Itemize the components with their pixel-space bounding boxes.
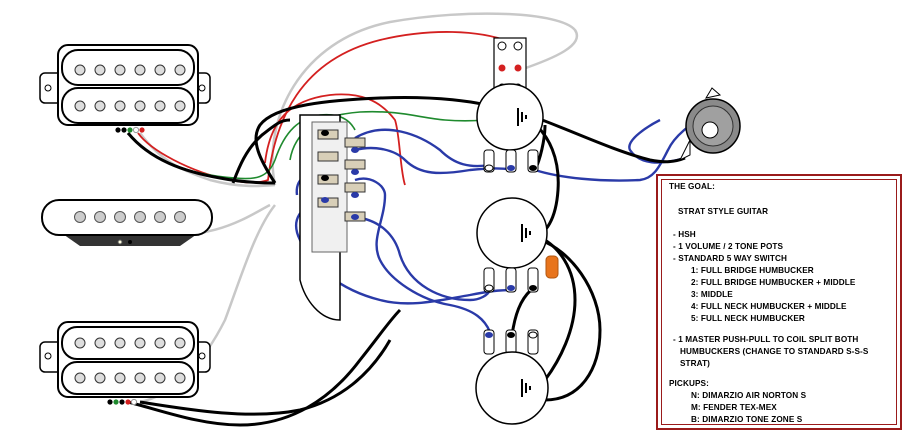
goal-pickup-bridge: B: DIMARZIO TONE ZONE S	[691, 415, 803, 424]
bridge-humbucker	[39, 321, 211, 406]
goal-position-4: 4: FULL NECK HUMBUCKER + MIDDLE	[691, 302, 847, 311]
volume-push-pull-pot	[476, 37, 544, 173]
goal-position-5: 5: FULL NECK HUMBUCKER	[691, 314, 805, 323]
goal-line-switch: - STANDARD 5 WAY SWITCH	[673, 254, 788, 263]
goal-line-push-pull-3: STRAT)	[680, 359, 711, 368]
goal-pickup-neck: N: DIMARZIO AIR NORTON S	[691, 391, 807, 400]
tone-pot-1	[476, 197, 559, 293]
goal-position-2: 2: FULL BRIDGE HUMBUCKER + MIDDLE	[691, 278, 856, 287]
neck-humbucker	[39, 44, 211, 134]
goal-title: THE GOAL:	[669, 182, 715, 191]
middle-single-coil	[41, 199, 213, 246]
goal-line-push-pull: - 1 MASTER PUSH-PULL TO COIL SPLIT BOTH	[673, 335, 859, 344]
goal-panel	[656, 174, 902, 430]
bridge-humbucker-leads	[107, 398, 138, 406]
goal-position-3: 3: MIDDLE	[691, 290, 733, 299]
goal-line-pots: - 1 VOLUME / 2 TONE POTS	[673, 242, 784, 251]
goal-line-guitar: STRAT STYLE GUITAR	[678, 207, 769, 216]
tone-pot-2	[475, 329, 549, 425]
black-wires	[126, 96, 686, 427]
output-jack	[678, 87, 741, 162]
goal-pickups-heading: PICKUPS:	[669, 379, 709, 388]
capacitor	[545, 255, 559, 279]
goal-panel-inner	[661, 179, 897, 425]
goal-pickup-middle: M: FENDER TEX-MEX	[691, 403, 777, 412]
blue-wires	[295, 114, 706, 333]
goal-position-1: 1: FULL BRIDGE HUMBUCKER	[691, 266, 814, 275]
goal-line-hsh: - HSH	[673, 230, 696, 239]
neck-humbucker-leads	[115, 126, 145, 134]
goal-line-push-pull-2: HUMBUCKERS (CHANGE TO STANDARD S-S-S	[680, 347, 869, 356]
five-way-switch	[299, 114, 366, 321]
